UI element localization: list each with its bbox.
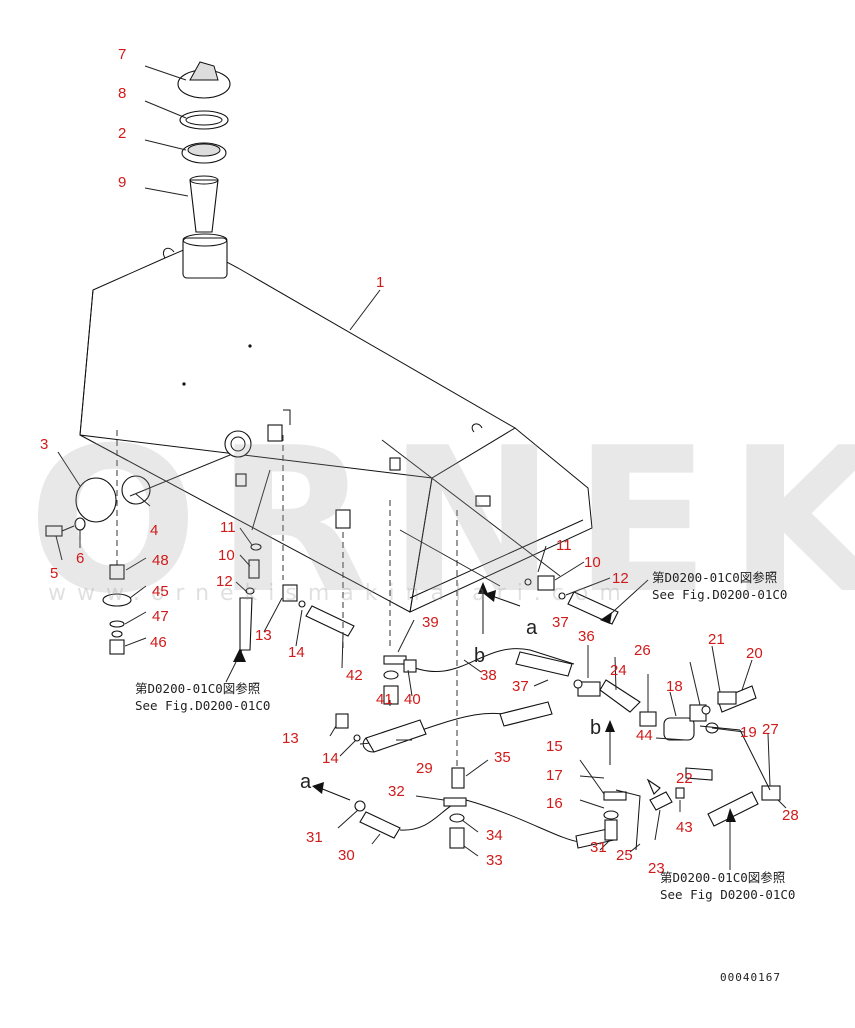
callout-number: 20 bbox=[746, 645, 763, 662]
callout-number: 31 bbox=[306, 829, 323, 846]
callout-number: 6 bbox=[76, 550, 84, 567]
callout-number: 36 bbox=[578, 628, 595, 645]
watermark: ORNEK www.ornekismakinalari.com bbox=[28, 405, 855, 638]
callout-number: 17 bbox=[546, 767, 563, 784]
callout-number: 38 bbox=[480, 667, 497, 684]
leader-lines bbox=[55, 65, 787, 870]
reference-note-1: 第D0200-01C0図参照 See Fig.D0200-01C0 bbox=[652, 570, 787, 602]
drawing-code: 00040167 bbox=[720, 971, 781, 984]
callout-number: 13 bbox=[282, 730, 299, 747]
fuel-lines bbox=[305, 500, 615, 849]
callout-number: 30 bbox=[338, 847, 355, 864]
left-fitting-group bbox=[235, 435, 306, 651]
callout-number: 37 bbox=[552, 614, 569, 631]
reference-jp: 第D0200-01C0図参照 bbox=[660, 870, 785, 885]
callout-number: 7 bbox=[118, 46, 126, 63]
callout-number: 9 bbox=[118, 174, 126, 191]
callout-number: 2 bbox=[118, 125, 126, 142]
callout-number: 22 bbox=[676, 770, 693, 787]
callout-number: 35 bbox=[494, 749, 511, 766]
reference-jp: 第D0200-01C0図参照 bbox=[135, 681, 260, 696]
filler-cap-assembly bbox=[177, 61, 231, 279]
callout-number: 27 bbox=[762, 721, 779, 738]
callout-number: 19 bbox=[740, 724, 757, 741]
callout-number: 21 bbox=[708, 631, 725, 648]
callout-number: 48 bbox=[152, 552, 169, 569]
flow-marker-label: a bbox=[300, 771, 312, 793]
flow-marker-label: a bbox=[526, 617, 538, 639]
callout-number: 18 bbox=[666, 678, 683, 695]
flow-marker-label: b bbox=[590, 717, 601, 739]
callout-number: 26 bbox=[634, 642, 651, 659]
callout-number: 13 bbox=[255, 627, 272, 644]
callout-number: 44 bbox=[636, 727, 653, 744]
reference-note-2: 第D0200-01C0図参照 See Fig.D0200-01C0 bbox=[135, 681, 270, 713]
callout-number: 28 bbox=[782, 807, 799, 824]
callout-number: 39 bbox=[422, 614, 439, 631]
callout-number: 10 bbox=[584, 554, 601, 571]
callout-number: 24 bbox=[610, 662, 627, 679]
right-fitting-group bbox=[524, 575, 781, 851]
callout-number: 12 bbox=[216, 573, 233, 590]
callout-number: 14 bbox=[288, 644, 305, 661]
callout-number: 31 bbox=[590, 839, 607, 856]
callout-number: 23 bbox=[648, 860, 665, 877]
callout-number: 25 bbox=[616, 847, 633, 864]
callout-number: 16 bbox=[546, 795, 563, 812]
reference-en: See Fig.D0200-01C0 bbox=[652, 587, 787, 602]
reference-note-3: 第D0200-01C0図参照 See Fig D0200-01C0 bbox=[660, 870, 795, 902]
callout-number: 29 bbox=[416, 760, 433, 777]
callout-number: 46 bbox=[150, 634, 167, 651]
callout-number: 33 bbox=[486, 852, 503, 869]
watermark-brand: ORNEK bbox=[28, 405, 855, 638]
callout-number: 45 bbox=[152, 583, 169, 600]
callout-number: 14 bbox=[322, 750, 339, 767]
callout-number: 40 bbox=[404, 691, 421, 708]
callout-number: 8 bbox=[118, 85, 126, 102]
reference-en: See Fig.D0200-01C0 bbox=[135, 698, 270, 713]
callout-number: 43 bbox=[676, 819, 693, 836]
reference-en: See Fig D0200-01C0 bbox=[660, 887, 795, 902]
fuel-tank bbox=[79, 244, 593, 613]
callout-number: 12 bbox=[612, 570, 629, 587]
drain-assembly bbox=[102, 430, 132, 655]
callout-number: 32 bbox=[388, 783, 405, 800]
callout-number: 37 bbox=[512, 678, 529, 695]
callout-number: 4 bbox=[150, 522, 158, 539]
callout-number: 11 bbox=[220, 519, 236, 536]
flow-markers: a a b b bbox=[300, 617, 601, 793]
callout-number: 42 bbox=[346, 667, 363, 684]
callout-number: 1 bbox=[376, 274, 384, 291]
callout-number: 41 bbox=[376, 691, 393, 708]
callout-number: 3 bbox=[40, 436, 48, 453]
callout-number: 11 bbox=[556, 537, 572, 554]
callout-number: 5 bbox=[50, 565, 58, 582]
callout-number: 10 bbox=[218, 547, 235, 564]
callout-number: 15 bbox=[546, 738, 563, 755]
watermark-site: www.ornekismakinalari.com bbox=[48, 581, 632, 606]
flow-arrows bbox=[233, 582, 736, 822]
flow-marker-label: b bbox=[474, 645, 485, 667]
inspection-cover bbox=[45, 475, 151, 537]
reference-jp: 第D0200-01C0図参照 bbox=[652, 570, 777, 585]
callout-number: 47 bbox=[152, 608, 169, 625]
callout-number: 34 bbox=[486, 827, 503, 844]
